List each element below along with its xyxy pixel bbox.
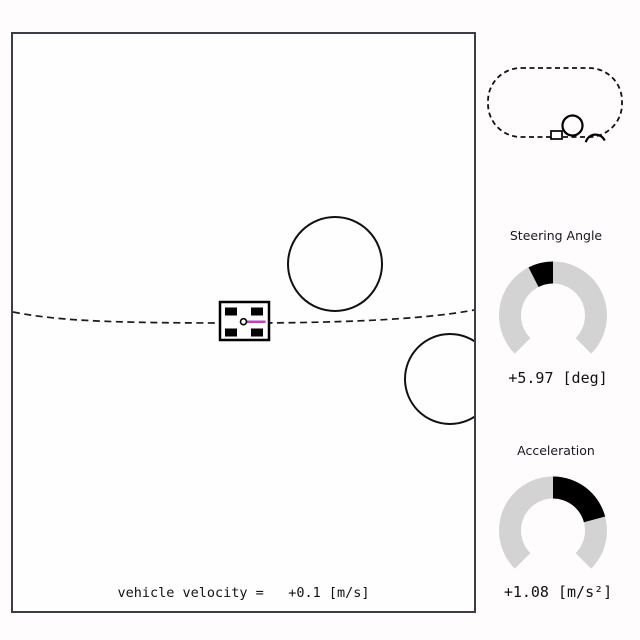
steering-gauge-title: Steering Angle: [509, 228, 603, 243]
minimap-obstacle-marker: [561, 114, 584, 137]
steering-gauge: [499, 261, 607, 354]
minimap-vehicle-marker: [550, 130, 563, 140]
steering-gauge-track: [499, 261, 607, 354]
obstacle-circle-1: [287, 216, 383, 312]
vehicle-velocity-readout: vehicle velocity = +0.1 [m/s]: [117, 585, 370, 601]
acceleration-gauge-title: Acceleration: [517, 443, 595, 458]
vehicle-wheel-rear-left: [225, 328, 237, 337]
steering-gauge-indicator: [528, 261, 553, 287]
obstacle-circle-2: [404, 333, 474, 425]
steering-gauge-value: +5.97 [deg]: [508, 369, 608, 387]
acceleration-gauge: [499, 476, 607, 569]
simulation-viewport: vehicle velocity = +0.1 [m/s]: [11, 32, 476, 613]
acceleration-gauge-value: +1.08 [m/s²]: [503, 583, 613, 601]
minimap-obstacle-arc: [584, 133, 606, 143]
vehicle-wheel-front-right: [251, 307, 263, 316]
minimap: [487, 67, 623, 143]
scene-canvas: [13, 216, 474, 425]
vehicle: [218, 300, 271, 342]
acceleration-gauge-indicator: [553, 476, 606, 523]
vehicle-wheel-rear-right: [251, 328, 263, 337]
vehicle-wheel-front-left: [225, 307, 237, 316]
vehicle-center-dot: [239, 317, 248, 326]
minimap-track-outline: [487, 67, 623, 138]
